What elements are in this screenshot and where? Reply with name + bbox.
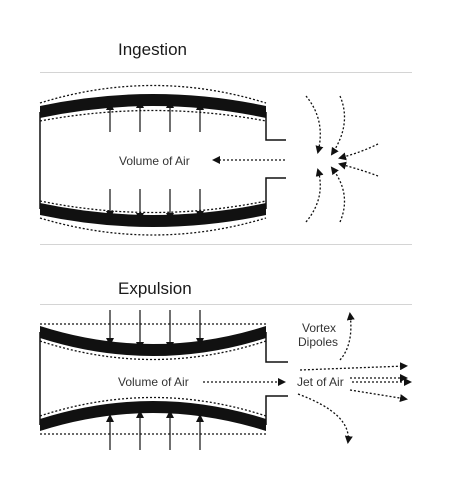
bottom-wall-outline	[39, 217, 267, 236]
top-inner-outline	[39, 340, 267, 361]
lower-lip	[265, 177, 286, 209]
vortex-label-line1: Vortex	[302, 321, 336, 335]
wall-contraction-arrows	[106, 310, 204, 450]
vortex-label-line2: Dipoles	[298, 335, 338, 349]
upper-lip	[265, 112, 286, 141]
jet-label: Jet of Air	[297, 375, 344, 389]
bottom-inner-outline	[39, 396, 267, 417]
top-inner-outline	[39, 109, 267, 122]
expulsion-diagram: Volume of Air Jet of Air Vortex Dipoles	[39, 310, 412, 450]
ingestion-top-divider	[40, 72, 412, 73]
inflow-streamlines	[305, 95, 379, 223]
bottom-wall	[40, 203, 266, 227]
top-wall	[40, 94, 266, 118]
expulsion-title: Expulsion	[118, 279, 192, 298]
bottom-inner-outline	[39, 200, 267, 214]
lower-lip	[265, 395, 288, 425]
jet-streamlines	[297, 312, 412, 444]
ingestion-diagram: Volume of Air	[39, 84, 379, 236]
wall-expansion-arrows	[106, 100, 204, 221]
ingestion-bottom-divider	[40, 244, 412, 245]
bottom-wall	[40, 401, 266, 431]
ingestion-title: Ingestion	[118, 40, 187, 59]
top-wall	[40, 326, 266, 356]
expulsion-top-divider	[40, 304, 412, 305]
ingestion-volume-label: Volume of Air	[119, 154, 190, 168]
expulsion-volume-label: Volume of Air	[118, 375, 189, 389]
top-wall-outline	[39, 84, 267, 104]
upper-lip	[265, 332, 288, 363]
